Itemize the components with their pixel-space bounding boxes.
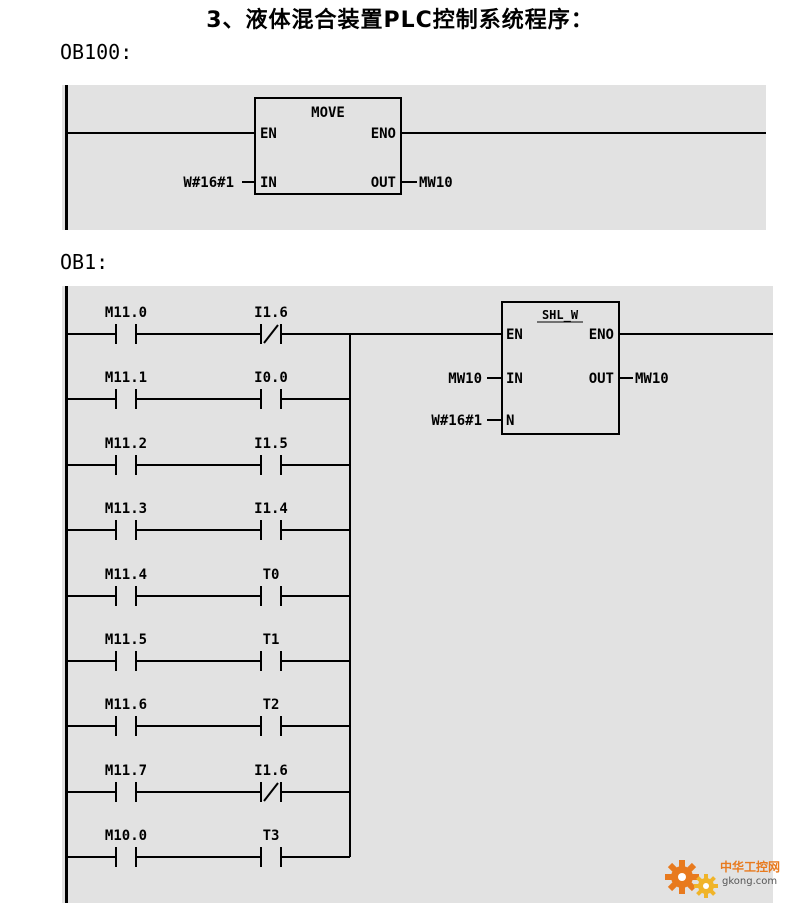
contact-address-right: T1 xyxy=(263,632,280,648)
gear-icon xyxy=(665,860,718,898)
contact-address-right: I1.6 xyxy=(254,305,288,321)
watermark: 中华工控网 gkong.com xyxy=(662,852,792,902)
no-contact-icon xyxy=(115,520,137,540)
no-contact-icon xyxy=(260,651,282,671)
ladder-rung: M11.5 T1 xyxy=(68,632,350,671)
no-contact-icon xyxy=(260,455,282,475)
no-contact-icon xyxy=(115,782,137,802)
contact-address-left: M11.0 xyxy=(105,305,147,321)
no-contact-icon xyxy=(115,716,137,736)
contact-address-left: M10.0 xyxy=(105,828,147,844)
shl-in-operand: MW10 xyxy=(448,371,482,387)
contact-address-left: M11.6 xyxy=(105,697,147,713)
move-block-name: MOVE xyxy=(311,105,345,121)
no-contact-icon xyxy=(115,455,137,475)
nc-contact-icon xyxy=(260,782,282,802)
shl-eno-pin: ENO xyxy=(589,327,614,343)
page-title: 3、液体混合装置PLC控制系统程序： xyxy=(206,8,594,33)
ladder-rung: M11.7 I1.6 xyxy=(68,763,350,802)
contact-address-right: I0.0 xyxy=(254,370,288,386)
ladder-rung: M11.4 T0 xyxy=(68,567,350,606)
shl-out-pin: OUT xyxy=(589,371,614,387)
watermark-text: 中华工控网 xyxy=(720,860,781,874)
ob100-label: OB100: xyxy=(60,40,133,64)
no-contact-icon xyxy=(115,586,137,606)
no-contact-icon xyxy=(115,651,137,671)
ladder-rung: M11.2 I1.5 xyxy=(68,436,350,475)
move-en-pin: EN xyxy=(260,126,277,142)
shl-block-name: SHL_W xyxy=(542,308,579,323)
contact-address-left: M11.2 xyxy=(105,436,147,452)
shl-in-pin: IN xyxy=(506,371,523,387)
no-contact-icon xyxy=(115,324,137,344)
contact-address-left: M11.5 xyxy=(105,632,147,648)
move-in-pin: IN xyxy=(260,175,277,191)
contact-address-right: T3 xyxy=(263,828,280,844)
contact-address-left: M11.3 xyxy=(105,501,147,517)
ob100-ladder: MOVE EN ENO IN W#16#1 OUT MW10 xyxy=(65,85,766,230)
contact-address-right: I1.5 xyxy=(254,436,288,452)
contact-address-right: T0 xyxy=(263,567,280,583)
ladder-rung: M11.0 I1.6 xyxy=(68,305,350,344)
no-contact-icon xyxy=(115,389,137,409)
no-contact-icon xyxy=(260,847,282,867)
shl-out-operand: MW10 xyxy=(635,371,669,387)
ladder-rung: M11.3 I1.4 xyxy=(68,501,350,540)
nc-contact-icon xyxy=(260,324,282,344)
ob1-network: SHL_W EN ENO IN MW10 OUT MW10 N W#16#1 M… xyxy=(62,286,773,903)
ladder-rung: M11.6 T2 xyxy=(68,697,350,736)
contact-address-left: M11.4 xyxy=(105,567,147,583)
ladder-rung: M10.0 T3 xyxy=(68,828,350,867)
shl-n-operand: W#16#1 xyxy=(431,413,482,429)
contact-address-right: I1.4 xyxy=(254,501,288,517)
no-contact-icon xyxy=(260,586,282,606)
no-contact-icon xyxy=(260,520,282,540)
watermark-sub: gkong.com xyxy=(722,876,778,887)
ob100-network: MOVE EN ENO IN W#16#1 OUT MW10 xyxy=(62,85,766,230)
no-contact-icon xyxy=(260,389,282,409)
ob1-ladder: SHL_W EN ENO IN MW10 OUT MW10 N W#16#1 M… xyxy=(65,286,773,903)
move-eno-pin: ENO xyxy=(371,126,396,142)
move-in-operand: W#16#1 xyxy=(183,175,234,191)
contact-address-left: M11.7 xyxy=(105,763,147,779)
contact-address-right: I1.6 xyxy=(254,763,288,779)
move-out-pin: OUT xyxy=(371,175,396,191)
shl-n-pin: N xyxy=(506,413,514,429)
contact-address-left: M11.1 xyxy=(105,370,147,386)
ladder-rung: M11.1 I0.0 xyxy=(68,370,350,409)
no-contact-icon xyxy=(260,716,282,736)
contact-address-right: T2 xyxy=(263,697,280,713)
ob1-label: OB1: xyxy=(60,250,109,274)
move-out-operand: MW10 xyxy=(419,175,453,191)
shl-en-pin: EN xyxy=(506,327,523,343)
no-contact-icon xyxy=(115,847,137,867)
